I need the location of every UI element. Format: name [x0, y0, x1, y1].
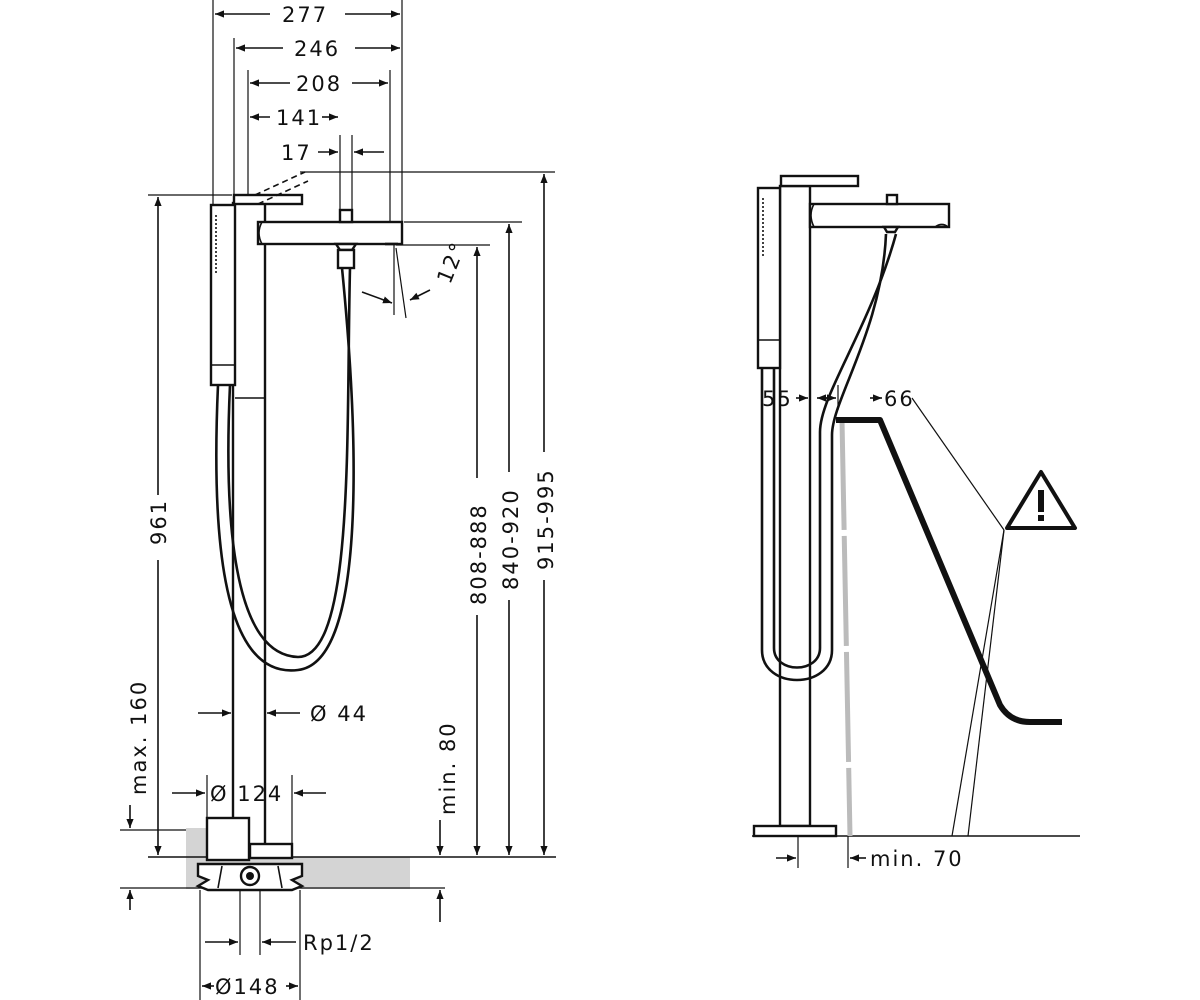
dim-246: 246 — [294, 37, 340, 61]
dim-961: 961 — [147, 499, 171, 545]
dim-915-995: 915-995 — [534, 468, 558, 570]
side-base — [752, 824, 838, 838]
spout — [256, 220, 404, 246]
side-column — [778, 184, 812, 828]
shower-hose — [215, 267, 355, 672]
warning-triangle-icon — [1005, 470, 1077, 530]
side-lever — [779, 174, 860, 188]
dim-dia124: Ø 124 — [210, 782, 283, 806]
diverter-knob — [338, 208, 354, 224]
dim-dia44: Ø 44 — [310, 702, 368, 726]
front-view: 277 246 208 141 17 961 max. 160 808-888 … — [120, 0, 558, 1000]
dim-max160: max. 160 — [127, 680, 151, 795]
dim-17: 17 — [281, 141, 312, 165]
dim-55: 55 — [762, 387, 793, 411]
floor-step — [186, 828, 208, 858]
dim-rp12: Rp1/2 — [303, 931, 375, 955]
dim-dia148: Ø148 — [215, 975, 280, 999]
side-view: 55 66 min. 70 — [752, 174, 1080, 871]
dim-840-920: 840-920 — [499, 488, 523, 590]
hand-shower — [209, 203, 237, 387]
dim-min70: min. 70 — [870, 847, 964, 871]
dim-808-888: 808-888 — [467, 503, 491, 605]
bathtub-rim — [836, 417, 1062, 725]
dim-min80: min. 80 — [436, 721, 460, 815]
dim-66: 66 — [884, 387, 915, 411]
dim-277: 277 — [282, 3, 328, 27]
dim-141: 141 — [276, 106, 322, 130]
side-hose — [760, 233, 888, 682]
side-hand-shower — [756, 186, 782, 370]
column-pipe — [231, 201, 267, 855]
base-plate — [205, 816, 251, 862]
side-spout — [808, 202, 951, 229]
dim-208: 208 — [296, 72, 342, 96]
tub-wall-hidden — [839, 419, 853, 837]
